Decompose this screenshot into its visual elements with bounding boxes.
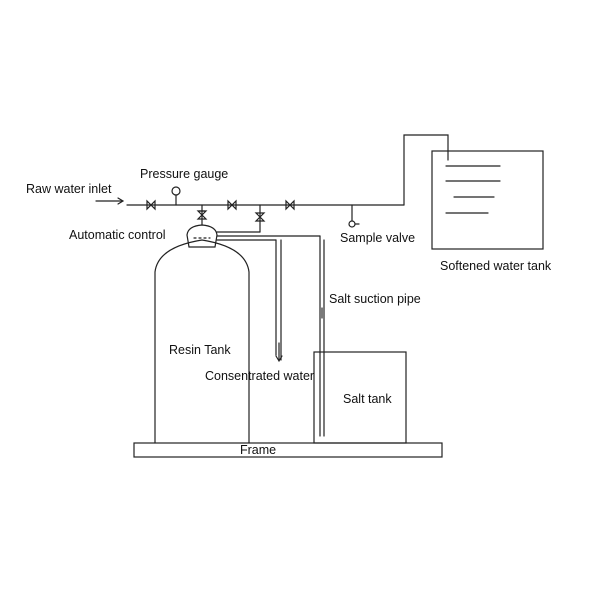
outlet-branch-valve-icon [216, 204, 266, 233]
automatic-control-head [186, 224, 218, 248]
inlet-valve-icon [146, 199, 156, 211]
pressure-gauge-icon [171, 186, 181, 206]
softened-water-riser [403, 134, 449, 206]
automatic-control-label: Automatic control [69, 228, 166, 242]
frame [133, 442, 443, 458]
sample-valve-label: Sample valve [340, 231, 416, 245]
bypass-valve-icon [227, 199, 237, 211]
inlet-arrow [95, 197, 125, 205]
softened-water-tank [431, 150, 544, 250]
pressure-gauge-label: Pressure gauge [140, 167, 229, 181]
water-level-lines [445, 165, 501, 214]
softened-water-tank-label: Softened water tank [440, 259, 552, 273]
resin-tank [154, 239, 250, 444]
salt-tank-label: Salt tank [343, 392, 392, 406]
salt-suction-pipe-label: Salt suction pipe [329, 292, 421, 306]
salt-tank [313, 351, 407, 444]
drain-pipe [216, 239, 283, 363]
consentrated-water-label: Consentrated water [205, 369, 315, 383]
salt-suction-pipe [216, 235, 325, 437]
outlet-valve-icon [285, 199, 295, 211]
frame-label: Frame [240, 443, 277, 457]
raw-water-inlet-label: Raw water inlet [26, 182, 112, 196]
sample-valve-icon [348, 204, 360, 228]
resin-tank-label: Resin Tank [169, 343, 231, 357]
control-inlet-valve-icon [196, 204, 208, 226]
